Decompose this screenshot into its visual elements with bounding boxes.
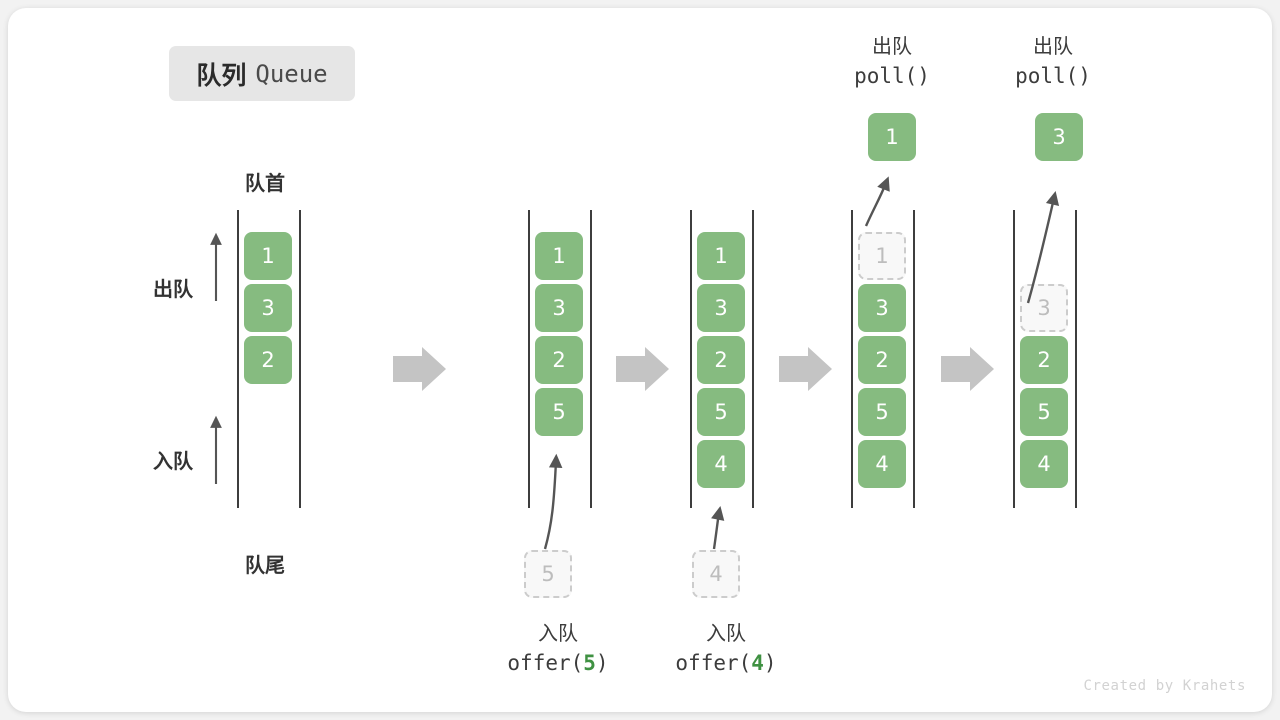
queue-cell: 3	[858, 284, 906, 332]
operation-label-code: offer(4)	[675, 651, 777, 676]
rail-left-col4	[851, 210, 853, 508]
popped-cell: 1	[868, 113, 916, 161]
queue-cell: 4	[697, 440, 745, 488]
operation-label-code: poll()	[1015, 64, 1091, 89]
operation-label-poll-1: 出队 poll()	[822, 31, 962, 93]
operation-label-cn: 入队	[538, 621, 578, 645]
queue-cell: 5	[858, 388, 906, 436]
operation-label-offer-4: 入队 offer(4)	[646, 618, 806, 680]
queue-cell: 4	[858, 440, 906, 488]
offer-4-arrow	[711, 505, 725, 550]
step-arrow-3	[779, 347, 832, 391]
operation-label-cn: 入队	[706, 621, 746, 645]
queue-cell: 2	[535, 336, 583, 384]
incoming-ghost-cell: 4	[692, 550, 740, 598]
queue-cell: 3	[697, 284, 745, 332]
diagram-card: 队列 Queue 队首 队尾 出队 入队 1 3 2 1 3 2 5 5 入队 …	[8, 8, 1272, 712]
queue-cell: 1	[697, 232, 745, 280]
title-chinese: 队列	[196, 60, 247, 90]
rail-right-col5	[1075, 210, 1077, 508]
rail-right-col4	[913, 210, 915, 508]
rail-right-col3	[752, 210, 754, 508]
arrows-overlay	[210, 176, 1060, 550]
dequeue-direction-label: 出队	[153, 277, 193, 301]
queue-cell: 2	[858, 336, 906, 384]
rail-left-col2	[528, 210, 530, 508]
queue-front-label: 队首	[245, 171, 285, 195]
queue-cell: 1	[535, 232, 583, 280]
queue-cell: 3	[244, 284, 292, 332]
queue-cell: 2	[697, 336, 745, 384]
queue-cell: 5	[1020, 388, 1068, 436]
queue-cell: 3	[535, 284, 583, 332]
queue-cell-removed: 1	[858, 232, 906, 280]
rail-right-col1	[299, 210, 301, 508]
queue-cell: 2	[1020, 336, 1068, 384]
operation-label-cn: 出队	[1033, 34, 1073, 58]
rail-right-col2	[590, 210, 592, 508]
offer-5-arrow	[543, 453, 563, 550]
queue-cell: 2	[244, 336, 292, 384]
queue-cell: 5	[697, 388, 745, 436]
enqueue-direction-label: 入队	[153, 449, 193, 473]
step-arrow-2	[616, 347, 669, 391]
step-arrow-4	[941, 347, 994, 391]
operation-label-code: poll()	[854, 64, 930, 89]
incoming-ghost-cell: 5	[524, 550, 572, 598]
rail-left-col1	[237, 210, 239, 508]
operation-label-cn: 出队	[872, 34, 912, 58]
title-english: Queue	[255, 59, 328, 88]
queue-cell: 1	[244, 232, 292, 280]
queue-cell: 5	[535, 388, 583, 436]
rail-left-col5	[1013, 210, 1015, 508]
queue-rear-label: 队尾	[245, 553, 285, 577]
rail-left-col3	[690, 210, 692, 508]
operation-label-poll-2: 出队 poll()	[983, 31, 1123, 93]
footer-credit: Created by Krahets	[1083, 678, 1246, 694]
operation-label-offer-5: 入队 offer(5)	[478, 618, 638, 680]
step-arrow-1	[393, 347, 446, 391]
popped-cell: 3	[1035, 113, 1083, 161]
queue-cell-removed: 3	[1020, 284, 1068, 332]
operation-label-code: offer(5)	[507, 651, 609, 676]
poll-1-arrow	[864, 176, 890, 227]
queue-cell: 4	[1020, 440, 1068, 488]
title-badge: 队列 Queue	[169, 46, 355, 101]
